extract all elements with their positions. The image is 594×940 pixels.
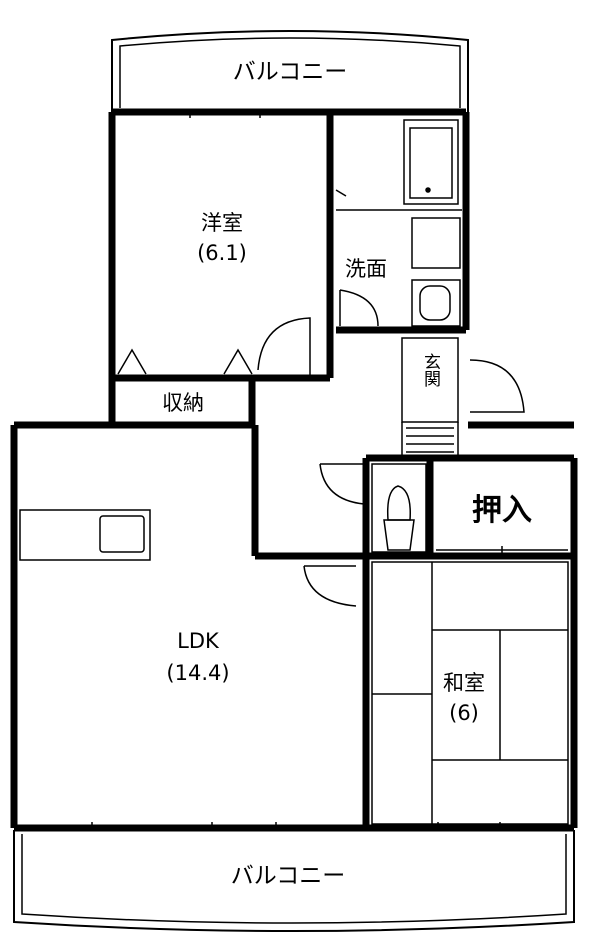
ldk-size: (14.4) (166, 661, 229, 685)
ldk-name: LDK (177, 629, 220, 653)
balcony-bottom (13, 830, 575, 932)
walls (10, 108, 578, 832)
storage-label: 収納 (162, 391, 204, 415)
western-room-name: 洋室 (201, 211, 243, 235)
balcony-top-label: バルコニー (233, 59, 348, 85)
closet-label: 押入 (472, 493, 532, 528)
japanese-room-size: (6) (449, 701, 479, 725)
entrance-label: 玄関 (420, 353, 440, 387)
balcony-bottom-label: バルコニー (231, 863, 346, 889)
japanese-room-name: 和室 (443, 671, 485, 695)
western-room-size: (6.1) (197, 241, 247, 265)
washroom-label: 洗面 (345, 257, 387, 281)
balcony-top (111, 30, 469, 112)
interior-lines (19, 110, 569, 830)
